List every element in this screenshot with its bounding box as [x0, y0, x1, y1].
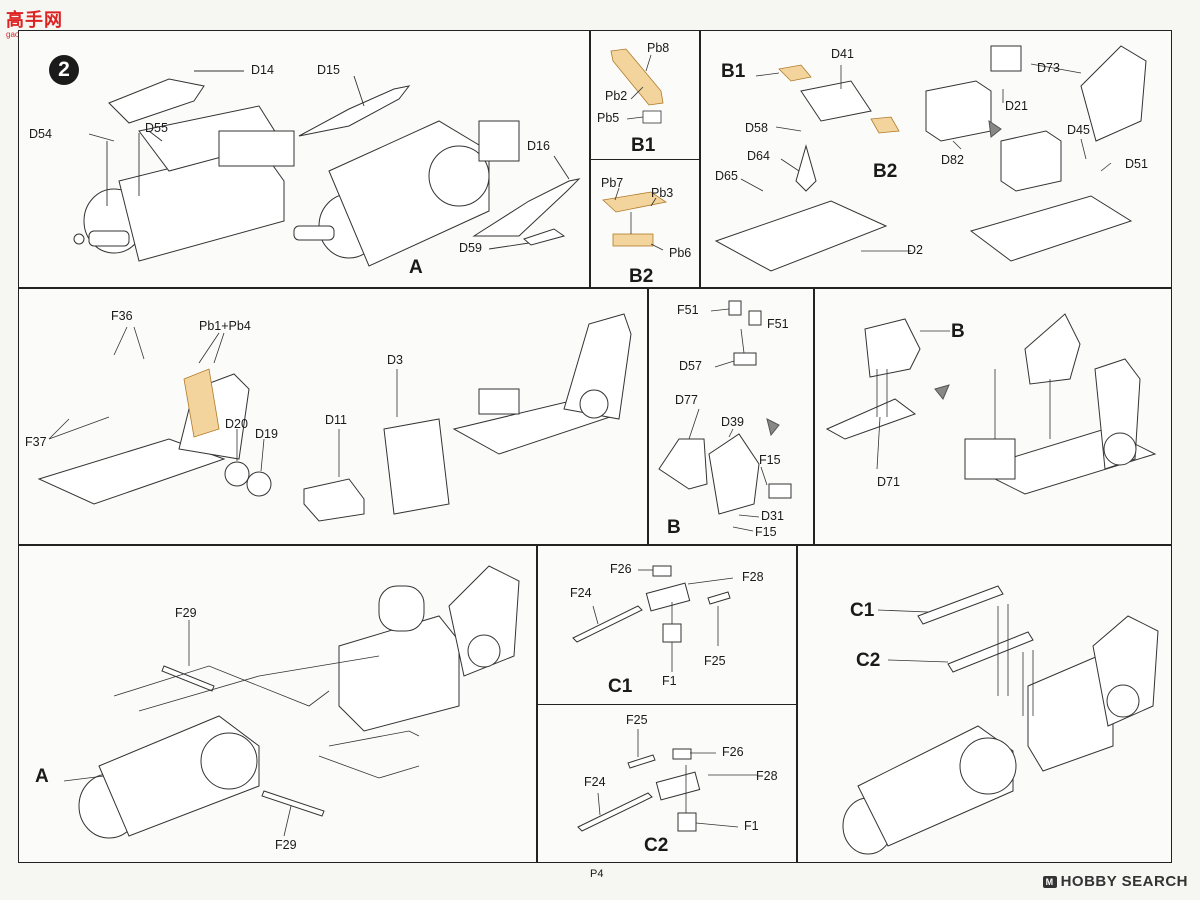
- part-label-d3: D3: [387, 353, 403, 367]
- subassembly-b-label: B: [667, 517, 681, 538]
- part-label-d64: D64: [747, 149, 770, 163]
- ref-b2-label: B2: [873, 161, 898, 182]
- part-label-d31: D31: [761, 509, 784, 523]
- part-label-f24: F24: [570, 586, 592, 600]
- panel-fuselage-assembly: F29 F29 A: [18, 545, 537, 863]
- site-logo-text: 高手网: [6, 10, 63, 30]
- part-label-f15-a: F15: [759, 453, 781, 467]
- part-label-d82: D82: [941, 153, 964, 167]
- b2-drawing: [602, 187, 668, 251]
- ref-c1-label: C1: [850, 600, 875, 621]
- part-label-d73: D73: [1037, 61, 1060, 75]
- part-label-d54: D54: [29, 127, 52, 141]
- part-label-pb8: Pb8: [647, 41, 670, 55]
- fuselage-drawing: [63, 565, 520, 839]
- part-label-f1: F1: [744, 819, 759, 833]
- part-label-d57: D57: [679, 359, 702, 373]
- part-label-d65: D65: [715, 169, 738, 183]
- panel-guns-install: C1 C2: [797, 545, 1172, 863]
- part-label-pb5: Pb5: [597, 111, 620, 125]
- panel-b1: Pb8 Pb2 Pb5 B1: [590, 30, 700, 160]
- part-label-f26: F26: [610, 562, 632, 576]
- part-label-pb1-pb4: Pb1+Pb4: [199, 319, 251, 333]
- part-label-f51-a: F51: [677, 303, 699, 317]
- part-label-f26: F26: [722, 745, 744, 759]
- part-label-f1: F1: [662, 674, 677, 688]
- part-label-d39: D39: [721, 415, 744, 429]
- part-label-f29-b: F29: [275, 838, 297, 852]
- part-label-d41: D41: [831, 47, 854, 61]
- part-label-d58: D58: [745, 121, 768, 135]
- part-label-d45: D45: [1067, 123, 1090, 137]
- part-label-f15-b: F15: [755, 525, 777, 539]
- ref-a-label: A: [35, 766, 49, 787]
- panel-b2: Pb7 Pb3 Pb6 B2: [590, 159, 700, 288]
- part-label-d2: D2: [907, 243, 923, 257]
- guns-install-drawing: [842, 585, 1159, 855]
- watermark-text: HOBBY SEARCH: [1060, 873, 1188, 890]
- part-label-pb7: Pb7: [601, 176, 624, 190]
- page-number: P4: [590, 868, 604, 880]
- b1-title: B1: [631, 135, 656, 156]
- part-label-d15: D15: [317, 63, 340, 77]
- panel-seat-assembly: F36 Pb1+Pb4 F37 D20 D19 D3 D11: [18, 288, 648, 545]
- part-label-pb6: Pb6: [669, 246, 692, 260]
- part-label-f24: F24: [584, 775, 606, 789]
- part-label-d59: D59: [459, 241, 482, 255]
- c2-title: C2: [644, 835, 669, 856]
- instrument-drawing: [658, 300, 792, 532]
- engine-drawing: [73, 70, 581, 267]
- part-label-f36: F36: [111, 309, 133, 323]
- panel-engine-assembly: 2 D14 D15 D54 D55 D16 D59 A: [18, 30, 590, 288]
- part-label-pb3: Pb3: [651, 186, 674, 200]
- ref-b1-label: B1: [721, 61, 746, 82]
- panel-c1: F26 F28 F24 F25 F1 C1: [537, 545, 797, 705]
- panel-instrument-install: B D71: [814, 288, 1172, 545]
- part-label-f28: F28: [742, 570, 764, 584]
- panel-c2: F25 F26 F28 F24 F1 C2: [537, 704, 797, 863]
- c2-drawing: [577, 729, 758, 832]
- part-label-d71: D71: [877, 475, 900, 489]
- ref-c2-label: C2: [856, 650, 881, 671]
- part-label-d11: D11: [325, 413, 348, 427]
- ref-b-label: B: [951, 321, 965, 342]
- part-label-f37: F37: [25, 435, 47, 449]
- c1-drawing: [572, 565, 734, 672]
- step-number-badge: 2: [49, 55, 79, 85]
- panel-cockpit-floor: B1 D41 D58 B2 D64 D65 D2 D73 D21 D82 D45…: [700, 30, 1172, 288]
- part-label-f28: F28: [756, 769, 778, 783]
- instrument-install-drawing: [825, 313, 1157, 495]
- watermark-badge: M: [1042, 876, 1057, 889]
- part-label-d19: D19: [255, 427, 278, 441]
- part-label-d16: D16: [527, 139, 550, 153]
- part-label-d55: D55: [145, 121, 168, 135]
- part-label-f29-a: F29: [175, 606, 197, 620]
- part-label-f51-b: F51: [767, 317, 789, 331]
- seat-assembly-drawing: [37, 313, 632, 522]
- b1-drawing: [610, 48, 664, 124]
- panel-instrument-assembly: F51 F51 D57 D77 D39 F15 D31 F15 B: [648, 288, 814, 545]
- part-label-d20: D20: [225, 417, 248, 431]
- part-label-d77: D77: [675, 393, 698, 407]
- part-label-f25: F25: [704, 654, 726, 668]
- b2-title: B2: [629, 266, 654, 287]
- subassembly-a-label: A: [409, 257, 423, 278]
- c1-title: C1: [608, 676, 633, 697]
- part-label-d21: D21: [1005, 99, 1028, 113]
- part-label-pb2: Pb2: [605, 89, 628, 103]
- part-label-d14: D14: [251, 63, 274, 77]
- cockpit-floor-drawing: [714, 45, 1147, 272]
- part-label-f25: F25: [626, 713, 648, 727]
- part-label-d51: D51: [1125, 157, 1148, 171]
